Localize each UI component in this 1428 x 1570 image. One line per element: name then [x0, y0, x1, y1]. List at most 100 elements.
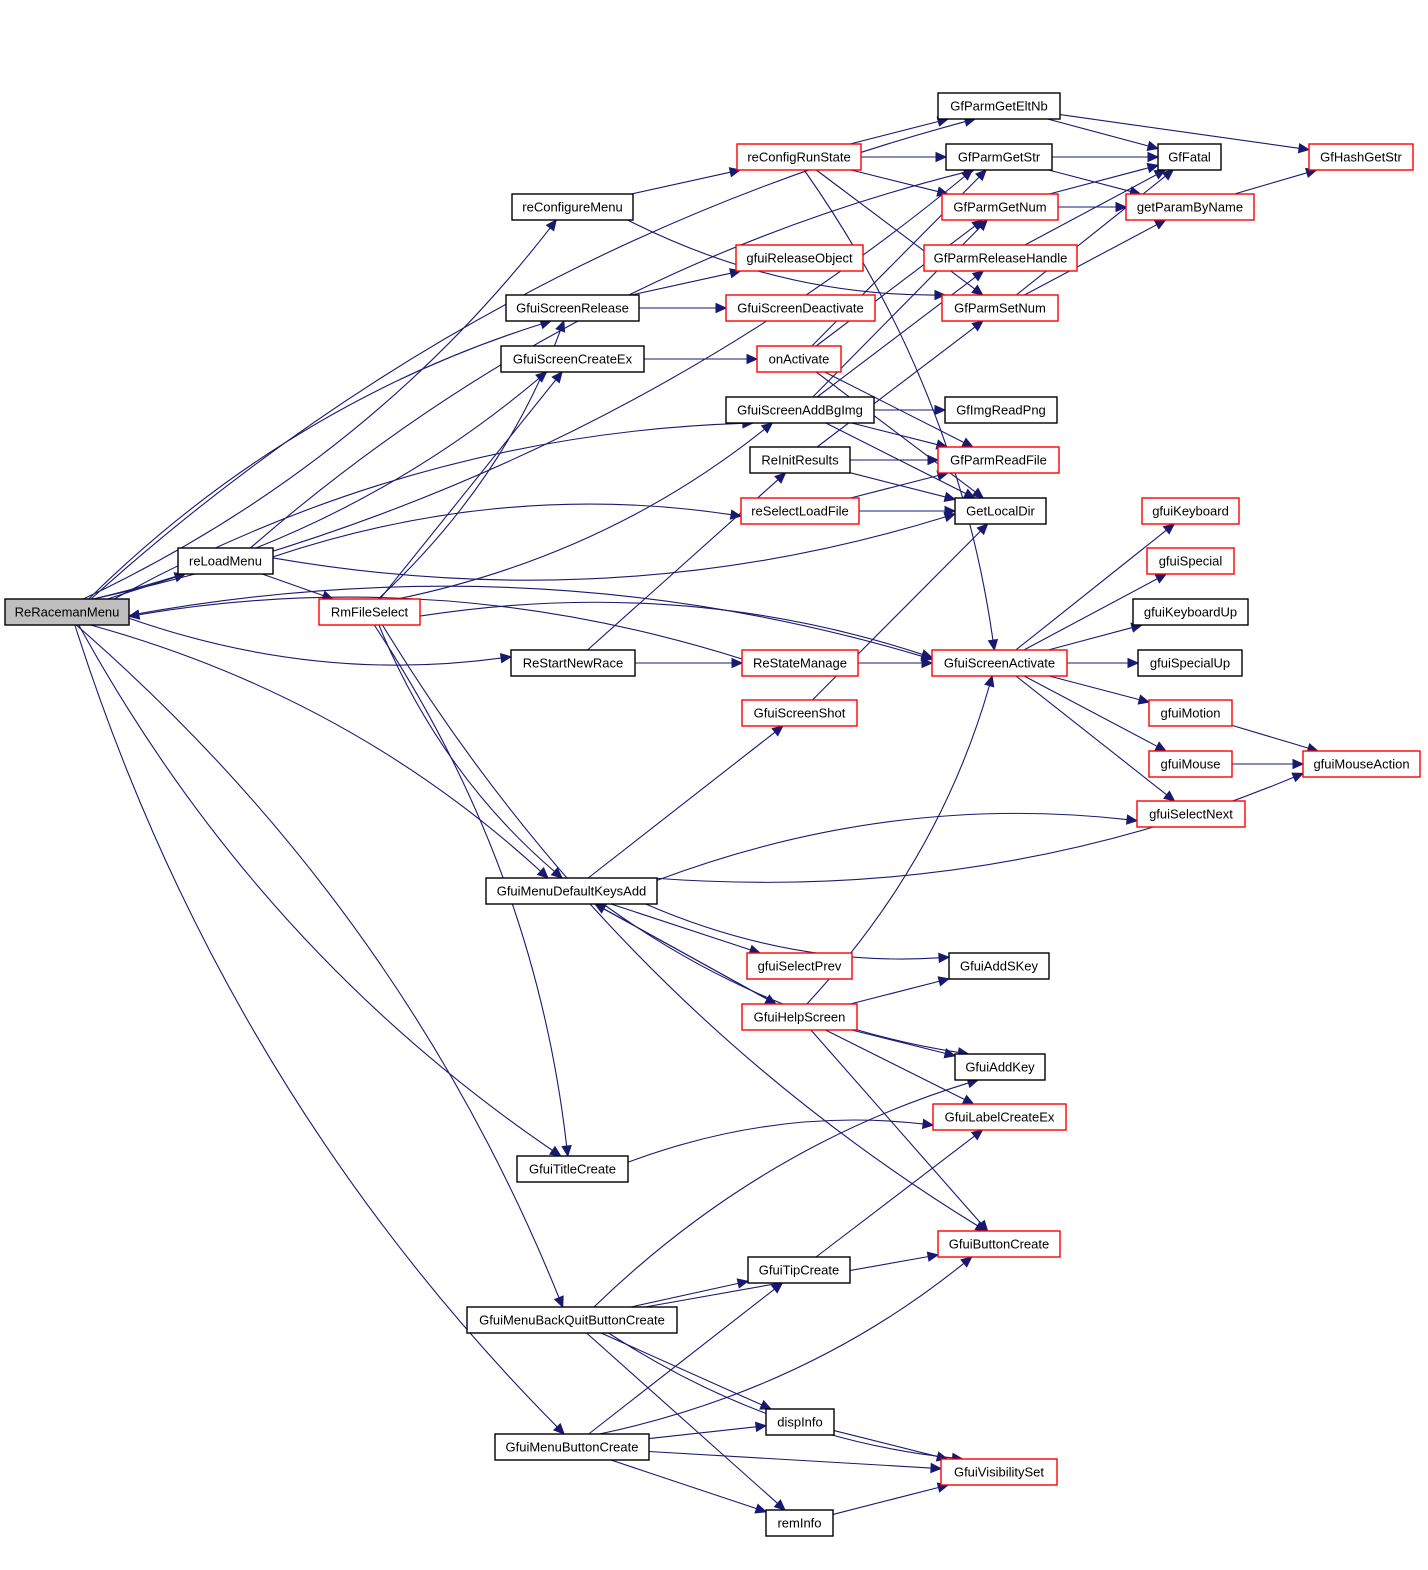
node-box[interactable]	[954, 1053, 1046, 1081]
node-box[interactable]	[725, 396, 875, 424]
node-getParamByName[interactable]: getParamByName	[1125, 193, 1255, 221]
node-GfParmGetEltNb[interactable]: GfParmGetEltNb	[937, 92, 1061, 120]
node-GfImgReadPng[interactable]: GfImgReadPng	[944, 396, 1058, 424]
node-box[interactable]	[1125, 193, 1255, 221]
node-GfuiScreenCreateEx[interactable]: GfuiScreenCreateEx	[500, 345, 645, 373]
node-GfuiTitleCreate[interactable]: GfuiTitleCreate	[516, 1155, 629, 1183]
node-box[interactable]	[505, 294, 640, 322]
node-box[interactable]	[741, 649, 859, 677]
node-box[interactable]	[1302, 750, 1421, 778]
node-GfParmReleaseHandle[interactable]: GfParmReleaseHandle	[923, 244, 1078, 272]
node-GfParmSetNum[interactable]: GfParmSetNum	[941, 294, 1059, 322]
node-gfuiSelectPrev[interactable]: gfuiSelectPrev	[746, 952, 853, 980]
node-box[interactable]	[1148, 750, 1233, 778]
node-GfuiAddKey[interactable]: GfuiAddKey	[954, 1053, 1046, 1081]
node-gfuiSpecialUp[interactable]: gfuiSpecialUp	[1137, 649, 1243, 677]
node-box[interactable]	[944, 396, 1058, 424]
node-box[interactable]	[1141, 497, 1240, 525]
node-box[interactable]	[746, 952, 853, 980]
node-box[interactable]	[510, 649, 636, 677]
node-box[interactable]	[1136, 800, 1246, 828]
node-box[interactable]	[932, 1103, 1067, 1131]
node-box[interactable]	[4, 598, 130, 626]
node-GfuiMenuButtonCreate[interactable]: GfuiMenuButtonCreate	[494, 1433, 650, 1461]
node-box[interactable]	[736, 143, 862, 171]
node-gfuiMouseAction[interactable]: gfuiMouseAction	[1302, 750, 1421, 778]
node-GfuiAddSKey[interactable]: GfuiAddSKey	[948, 952, 1050, 980]
node-gfuiMotion[interactable]: gfuiMotion	[1148, 699, 1233, 727]
node-GfuiScreenRelease[interactable]: GfuiScreenRelease	[505, 294, 640, 322]
node-box[interactable]	[1308, 143, 1414, 171]
node-box[interactable]	[937, 1230, 1061, 1258]
node-gfuiSpecial[interactable]: gfuiSpecial	[1146, 547, 1235, 575]
node-GfFatal[interactable]: GfFatal	[1157, 143, 1222, 171]
node-box[interactable]	[1146, 547, 1235, 575]
node-box[interactable]	[954, 497, 1047, 525]
node-box[interactable]	[511, 193, 634, 221]
node-GfuiMenuDefaultKeysAdd[interactable]: GfuiMenuDefaultKeysAdd	[485, 877, 658, 905]
node-box[interactable]	[945, 143, 1053, 171]
node-gfuiKeyboardUp[interactable]: gfuiKeyboardUp	[1132, 598, 1249, 626]
node-box[interactable]	[931, 649, 1068, 677]
node-box[interactable]	[740, 497, 860, 525]
node-box[interactable]	[937, 446, 1060, 474]
node-ReRacemanMenu[interactable]: ReRacemanMenu	[4, 598, 130, 626]
node-GfParmReadFile[interactable]: GfParmReadFile	[937, 446, 1060, 474]
node-box[interactable]	[948, 952, 1050, 980]
node-onActivate[interactable]: onActivate	[756, 345, 842, 373]
node-reConfigRunState[interactable]: reConfigRunState	[736, 143, 862, 171]
node-GfuiTipCreate[interactable]: GfuiTipCreate	[747, 1256, 851, 1284]
node-gfuiReleaseObject[interactable]: gfuiReleaseObject	[735, 244, 864, 272]
node-box[interactable]	[500, 345, 645, 373]
node-GfuiButtonCreate[interactable]: GfuiButtonCreate	[937, 1230, 1061, 1258]
node-GetLocalDir[interactable]: GetLocalDir	[954, 497, 1047, 525]
node-box[interactable]	[749, 446, 851, 474]
node-box[interactable]	[923, 244, 1078, 272]
node-GfParmGetNum[interactable]: GfParmGetNum	[941, 193, 1059, 221]
node-RmFileSelect[interactable]: RmFileSelect	[318, 598, 421, 626]
node-box[interactable]	[177, 547, 274, 575]
node-box[interactable]	[485, 877, 658, 905]
node-GfParmGetStr[interactable]: GfParmGetStr	[945, 143, 1053, 171]
node-box[interactable]	[937, 92, 1061, 120]
node-box[interactable]	[756, 345, 842, 373]
node-box[interactable]	[741, 1003, 858, 1031]
node-box[interactable]	[941, 193, 1059, 221]
node-reLoadMenu[interactable]: reLoadMenu	[177, 547, 274, 575]
node-GfHashGetStr[interactable]: GfHashGetStr	[1308, 143, 1414, 171]
node-ReInitResults[interactable]: ReInitResults	[749, 446, 851, 474]
node-box[interactable]	[747, 1256, 851, 1284]
node-gfuiSelectNext[interactable]: gfuiSelectNext	[1136, 800, 1246, 828]
node-box[interactable]	[1148, 699, 1233, 727]
node-ReStateManage[interactable]: ReStateManage	[741, 649, 859, 677]
node-box[interactable]	[741, 699, 858, 727]
node-GfuiScreenActivate[interactable]: GfuiScreenActivate	[931, 649, 1068, 677]
node-GfuiMenuBackQuitButtonCreate[interactable]: GfuiMenuBackQuitButtonCreate	[466, 1306, 678, 1334]
node-remInfo[interactable]: remInfo	[765, 1509, 834, 1537]
node-reConfigureMenu[interactable]: reConfigureMenu	[511, 193, 634, 221]
node-GfuiVisibilitySet[interactable]: GfuiVisibilitySet	[940, 1458, 1058, 1486]
node-GfuiLabelCreateEx[interactable]: GfuiLabelCreateEx	[932, 1103, 1067, 1131]
node-box[interactable]	[735, 244, 864, 272]
node-reSelectLoadFile[interactable]: reSelectLoadFile	[740, 497, 860, 525]
node-box[interactable]	[516, 1155, 629, 1183]
node-GfuiScreenShot[interactable]: GfuiScreenShot	[741, 699, 858, 727]
node-ReStartNewRace[interactable]: ReStartNewRace	[510, 649, 636, 677]
node-box[interactable]	[725, 294, 876, 322]
node-box[interactable]	[318, 598, 421, 626]
node-box[interactable]	[1157, 143, 1222, 171]
node-GfuiScreenDeactivate[interactable]: GfuiScreenDeactivate	[725, 294, 876, 322]
node-box[interactable]	[466, 1306, 678, 1334]
node-GfuiHelpScreen[interactable]: GfuiHelpScreen	[741, 1003, 858, 1031]
node-gfuiMouse[interactable]: gfuiMouse	[1148, 750, 1233, 778]
node-box[interactable]	[940, 1458, 1058, 1486]
node-box[interactable]	[494, 1433, 650, 1461]
node-box[interactable]	[1132, 598, 1249, 626]
node-box[interactable]	[1137, 649, 1243, 677]
node-gfuiKeyboard[interactable]: gfuiKeyboard	[1141, 497, 1240, 525]
node-box[interactable]	[765, 1408, 835, 1436]
node-dispInfo[interactable]: dispInfo	[765, 1408, 835, 1436]
node-box[interactable]	[765, 1509, 834, 1537]
node-GfuiScreenAddBgImg[interactable]: GfuiScreenAddBgImg	[725, 396, 875, 424]
node-box[interactable]	[941, 294, 1059, 322]
